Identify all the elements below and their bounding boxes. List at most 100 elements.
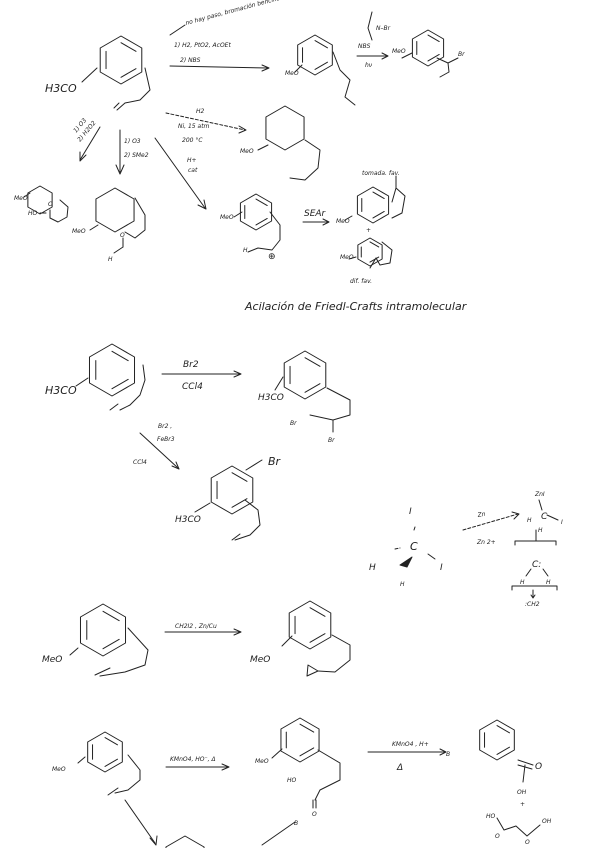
aryl-br: Br bbox=[268, 455, 282, 468]
cyclohexane-meo: MeO bbox=[240, 148, 254, 155]
double-bond bbox=[314, 40, 328, 49]
bracket-top bbox=[514, 540, 557, 546]
product2-br: Br bbox=[458, 51, 465, 58]
arrow-zn-insertion bbox=[462, 513, 519, 531]
aldehyde-h: H bbox=[108, 256, 113, 263]
ozonolysis-b-step1: 1) O3 bbox=[124, 138, 141, 145]
cation-meo: MeO bbox=[220, 214, 234, 221]
ni-pressure-label: Ni, 15 atm bbox=[178, 123, 210, 130]
acid-product-meo: MeO bbox=[255, 758, 269, 765]
br2-fe-label: Br2 , bbox=[158, 423, 172, 430]
kmno4-basic-reagent: KMnO4, HO⁻, Δ bbox=[170, 756, 216, 763]
double-bond bbox=[120, 68, 137, 78]
malonic-ho: HO bbox=[486, 813, 496, 820]
carbene-h2: H bbox=[546, 579, 551, 586]
double-bond bbox=[427, 34, 440, 43]
double-bond bbox=[314, 61, 328, 70]
section1-bonds bbox=[23, 11, 459, 269]
double-bond bbox=[102, 638, 120, 650]
note-no-benzylic: no hay paso, bromación bencílica bbox=[185, 0, 284, 27]
carbon-iodide-right: I bbox=[440, 563, 443, 573]
double-bond bbox=[104, 737, 118, 746]
start-methoxy-label: H3CO bbox=[45, 82, 77, 95]
benzene-ring-indane-2 bbox=[357, 237, 383, 267]
carbenoid-c: C bbox=[541, 512, 548, 522]
carbenoid-i: I bbox=[561, 519, 563, 526]
plus-sign-2: + bbox=[520, 801, 525, 808]
ccl4-label: CCl4 bbox=[182, 382, 203, 392]
benzene-ring-aryl-bromide bbox=[210, 465, 254, 515]
alkene-meo: MeO bbox=[42, 655, 62, 665]
dibromide-h3co: H3CO bbox=[258, 393, 284, 403]
arrow-bromination-aromatic bbox=[139, 432, 179, 469]
benzene-ring-benzoic bbox=[479, 719, 515, 761]
dibromide-br-b: Br bbox=[328, 437, 335, 444]
carbene-h1: H bbox=[520, 579, 525, 586]
double-bond bbox=[427, 53, 440, 62]
ccl4-b-label: CCl4 bbox=[133, 459, 147, 466]
double-bond bbox=[496, 725, 510, 734]
benzoic-oh: OH bbox=[517, 789, 527, 796]
carbon-h-bottom: H bbox=[400, 581, 405, 588]
reagent-nbs: 2) NBS bbox=[180, 57, 201, 64]
section2-labels: H3CO Br2 CCl4 H3CO Br Br Br2 , FeBr3 CCl… bbox=[45, 360, 563, 608]
double-bond bbox=[309, 633, 326, 643]
product2-meo: MeO bbox=[392, 48, 406, 55]
indane1-note: tomada. fav. bbox=[362, 170, 400, 177]
double-bond bbox=[369, 241, 380, 248]
double-bond bbox=[304, 357, 321, 367]
malonic-o1: O bbox=[495, 833, 500, 840]
benzene-ring-start-1 bbox=[99, 35, 143, 85]
carbenoid-zni: ZnI bbox=[534, 491, 545, 498]
double-bond bbox=[299, 747, 315, 757]
double-bond bbox=[120, 42, 137, 52]
cation-charge: ⊕ bbox=[268, 252, 276, 262]
double-bond bbox=[231, 472, 248, 482]
start-h3co-2: H3CO bbox=[45, 384, 77, 397]
double-bond bbox=[372, 210, 385, 219]
double-bond bbox=[299, 723, 315, 733]
oxidation-start-meo: MeO bbox=[52, 766, 66, 773]
section3-bonds bbox=[69, 627, 351, 677]
cyclohexane-ring-aldehyde bbox=[95, 187, 135, 233]
nbs-label: NBS bbox=[358, 43, 371, 50]
benzene-ring-start-2 bbox=[88, 343, 136, 397]
zn-label: Zn bbox=[476, 511, 486, 519]
benzene-ring-product-2 bbox=[411, 29, 445, 67]
dibromide-br-a: Br bbox=[290, 420, 297, 427]
product1-meo: MeO bbox=[285, 70, 299, 77]
double-bond bbox=[309, 607, 326, 617]
indane2-note: dif. fav. bbox=[350, 278, 372, 285]
cyclohexane-ring bbox=[265, 105, 305, 151]
arrow-ozonolysis-h2o2 bbox=[79, 126, 101, 161]
cat-label: cat bbox=[188, 167, 198, 174]
acid-meo: MeO bbox=[14, 195, 28, 202]
bottom-b-label: B bbox=[294, 820, 298, 827]
bracket-bottom bbox=[511, 585, 558, 591]
carbon-center: C bbox=[410, 540, 418, 553]
delta-label: Δ bbox=[396, 763, 403, 773]
h2-label: H2 bbox=[196, 108, 205, 115]
carbon-iodide-top: I bbox=[409, 507, 412, 517]
zn2-label: Zn 2+ bbox=[476, 539, 496, 546]
double-bond bbox=[372, 191, 385, 200]
double-bond bbox=[255, 217, 268, 226]
benzene-ring-cyclopropane bbox=[288, 600, 332, 650]
malonic-o2: O bbox=[525, 839, 530, 846]
indane2-meo: MeO bbox=[340, 254, 354, 261]
sear-label: SEAr bbox=[304, 209, 327, 219]
temperature-label: 200 °C bbox=[182, 137, 203, 144]
benzene-ring-dibromide bbox=[283, 350, 327, 400]
carbenoid-h1: H bbox=[527, 517, 532, 524]
benzene-ring-start-4 bbox=[87, 731, 123, 773]
br2-label: Br2 bbox=[183, 360, 199, 370]
arrow-b-label: B bbox=[446, 751, 450, 758]
butenyl-chain bbox=[116, 67, 151, 111]
section4-labels: MeO KMnO4, HO⁻, Δ MeO HO O KMnO4 , H+ Δ … bbox=[52, 741, 552, 846]
cyclopropane-meo: MeO bbox=[250, 655, 270, 665]
double-bond bbox=[231, 498, 248, 508]
benzene-ring-acid bbox=[280, 717, 320, 763]
acid-o: O bbox=[48, 201, 53, 208]
